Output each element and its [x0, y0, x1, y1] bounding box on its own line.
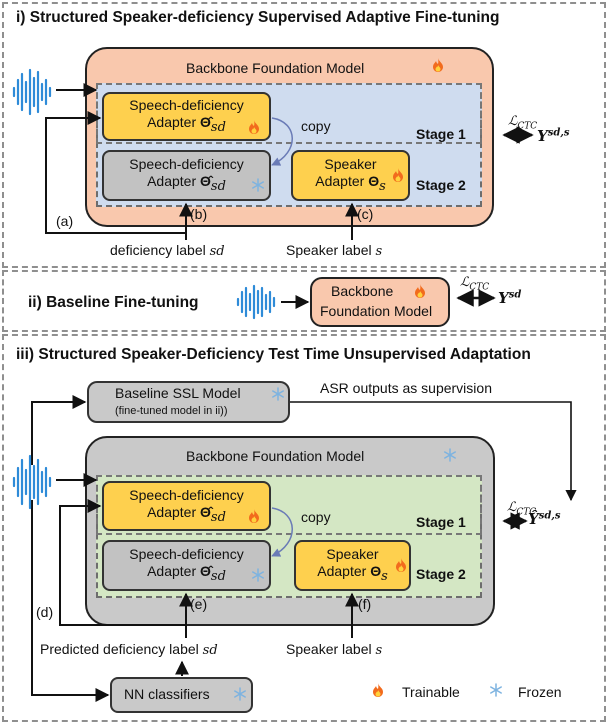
baseline-ssl-sublabel: (fine-tuned model in ii)) [115, 405, 228, 417]
deficiency-label-text: deficiency label sd [110, 242, 225, 259]
baseline-ssl-model [87, 381, 290, 423]
ctc-loss-label-2: ℒCTC [460, 275, 490, 293]
legend-trainable: Trainable [402, 684, 460, 700]
backbone2-line2: Foundation Model [320, 303, 433, 319]
label-e: (e) [190, 596, 208, 612]
adapter-line2: Adapter Θ̂sd [147, 173, 226, 194]
speaker-label-text-1: Speaker label s [286, 242, 383, 259]
adapter-line1: Speech-deficiency [129, 97, 244, 114]
speaker-adapter-line1: Speaker [326, 546, 379, 563]
stage1-label-1: Stage 1 [416, 126, 466, 142]
speech-deficiency-adapter-frozen-3: Speech-deficiency Adapter Θ̂sd [102, 540, 271, 591]
nn-classifiers [110, 677, 253, 713]
output-y-3: Ŷsd,s [528, 510, 561, 528]
adapter-line1: Speech-deficiency [129, 486, 244, 503]
speech-deficiency-adapter-trainable-3: Speech-deficiency Adapter Θ̂sd [102, 481, 271, 531]
copy-label-1: copy [301, 118, 331, 134]
backbone-label-3: Backbone Foundation Model [186, 448, 365, 464]
ctc-loss-label-1: ℒCTC [508, 114, 538, 132]
baseline-ssl-label: Baseline SSL Model [115, 385, 241, 401]
speaker-adapter-line2: Adapter Θs [317, 563, 388, 584]
backbone2-line1: Backbone [331, 283, 394, 299]
label-b: (b) [190, 206, 208, 222]
label-d: (d) [36, 604, 54, 620]
adapter-line2: Adapter Θ̂sd [147, 503, 226, 525]
output-y-2: Ysd [498, 289, 522, 307]
adapter-line2: Adapter Θ̂sd [147, 114, 226, 135]
section3-title: iii) Structured Speaker-Deficiency Test … [16, 346, 531, 363]
speaker-adapter-3: Speaker Adapter Θs [294, 540, 411, 591]
section1-title: i) Structured Speaker-deficiency Supervi… [16, 9, 500, 26]
predicted-deficiency-label: Predicted deficiency label sd [40, 641, 218, 658]
speaker-label-text-3: Speaker label s [286, 641, 383, 658]
adapter-line1: Speech-deficiency [129, 546, 244, 563]
asr-supervision-label: ASR outputs as supervision [320, 380, 492, 396]
output-y-1: Ysd,s [537, 127, 570, 145]
label-f: (f) [358, 596, 372, 612]
section-baseline-finetuning [2, 270, 606, 332]
stage2-label-1: Stage 2 [416, 177, 466, 193]
section-test-time-adaptation [2, 334, 606, 722]
label-c: (c) [357, 206, 374, 222]
adapter-line2: Adapter Θ̂sd [147, 563, 226, 584]
copy-label-3: copy [301, 509, 331, 525]
speaker-adapter-1: Speaker Adapter Θs [291, 150, 410, 201]
speech-deficiency-adapter-frozen-1: Speech-deficiency Adapter Θ̂sd [102, 150, 271, 201]
legend-frozen: Frozen [518, 684, 562, 700]
section2-title: ii) Baseline Fine-tuning [28, 294, 199, 311]
backbone-label-1: Backbone Foundation Model [186, 60, 365, 76]
speech-deficiency-adapter-trainable-1: Speech-deficiency Adapter Θ̂sd [102, 92, 271, 141]
stage1-label-3: Stage 1 [416, 514, 466, 530]
backbone-foundation-model-2 [310, 277, 450, 327]
stage2-label-3: Stage 2 [416, 566, 466, 582]
speaker-adapter-line2: Adapter Θs [315, 173, 386, 194]
label-a: (a) [56, 213, 74, 229]
section-supervised-finetuning [2, 2, 606, 268]
nn-classifiers-label: NN classifiers [124, 686, 210, 702]
speaker-adapter-line1: Speaker [324, 156, 377, 173]
adapter-line1: Speech-deficiency [129, 156, 244, 173]
